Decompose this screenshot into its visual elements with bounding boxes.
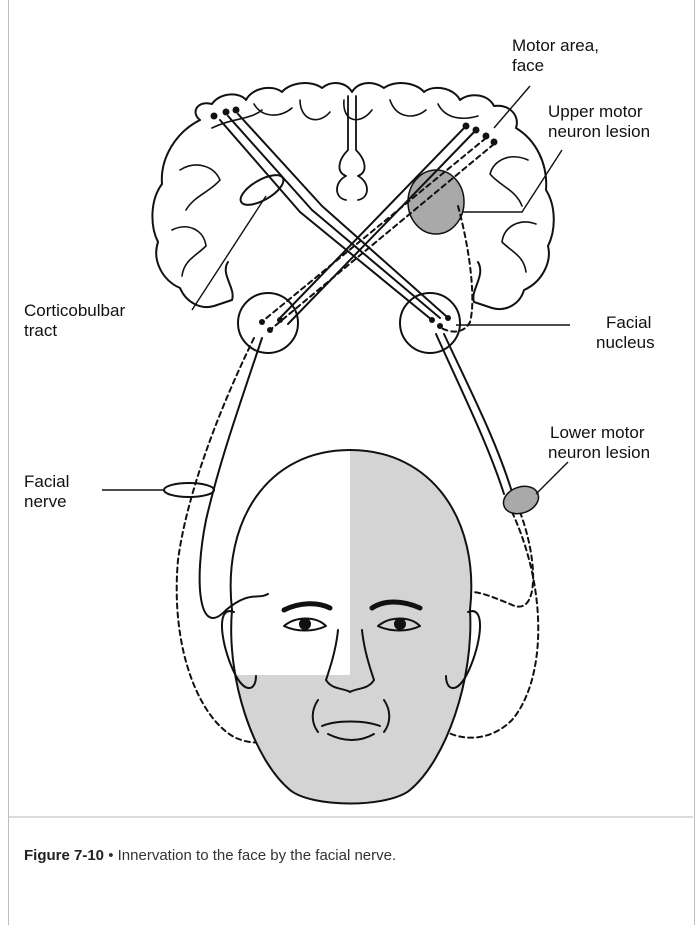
label-corticobulbar-2: tract (24, 321, 57, 340)
facial-nerve-diagram: Motor area, face Upper motor neuron lesi… (0, 0, 697, 818)
figure-caption: Figure 7-10 • Innervation to the face by… (24, 847, 396, 864)
label-motor-area-1: Motor area, (512, 36, 599, 55)
longitudinal-fissure (337, 96, 367, 200)
left-eyebrow (284, 604, 330, 610)
head (220, 440, 490, 818)
figure-number: Figure 7-10 (24, 847, 104, 864)
label-lower-lesion-1: Lower motor (550, 423, 645, 442)
label-upper-lesion-2: neuron lesion (548, 122, 650, 141)
facial-nerve-right-solid (436, 334, 512, 494)
label-lower-lesion-2: neuron lesion (548, 443, 650, 462)
caption-separator: • (108, 847, 113, 864)
label-upper-lesion-1: Upper motor (548, 102, 643, 121)
label-facial-nucleus-1: Facial (606, 313, 651, 332)
corticobulbar-tract-dashed-2 (270, 144, 494, 330)
label-facial-nucleus-2: nucleus (596, 333, 655, 352)
leader-corticobulbar (192, 196, 266, 310)
label-facial-nerve-1: Facial (24, 472, 69, 491)
label-corticobulbar-1: Corticobulbar (24, 301, 125, 320)
label-motor-area-2: face (512, 56, 544, 75)
facial-nerve-bundle-ellipse (164, 483, 214, 497)
lower-motor-neuron-lesion (500, 482, 543, 519)
corticobulbar-tract-solid-1 (220, 120, 432, 320)
leader-lower-lesion (536, 462, 568, 494)
caption-text: Innervation to the face by the facial ne… (118, 847, 397, 864)
label-facial-nerve-2: nerve (24, 492, 67, 511)
corticobulbar-tract-dashed-1 (264, 138, 486, 320)
leader-motor-area (494, 86, 530, 128)
